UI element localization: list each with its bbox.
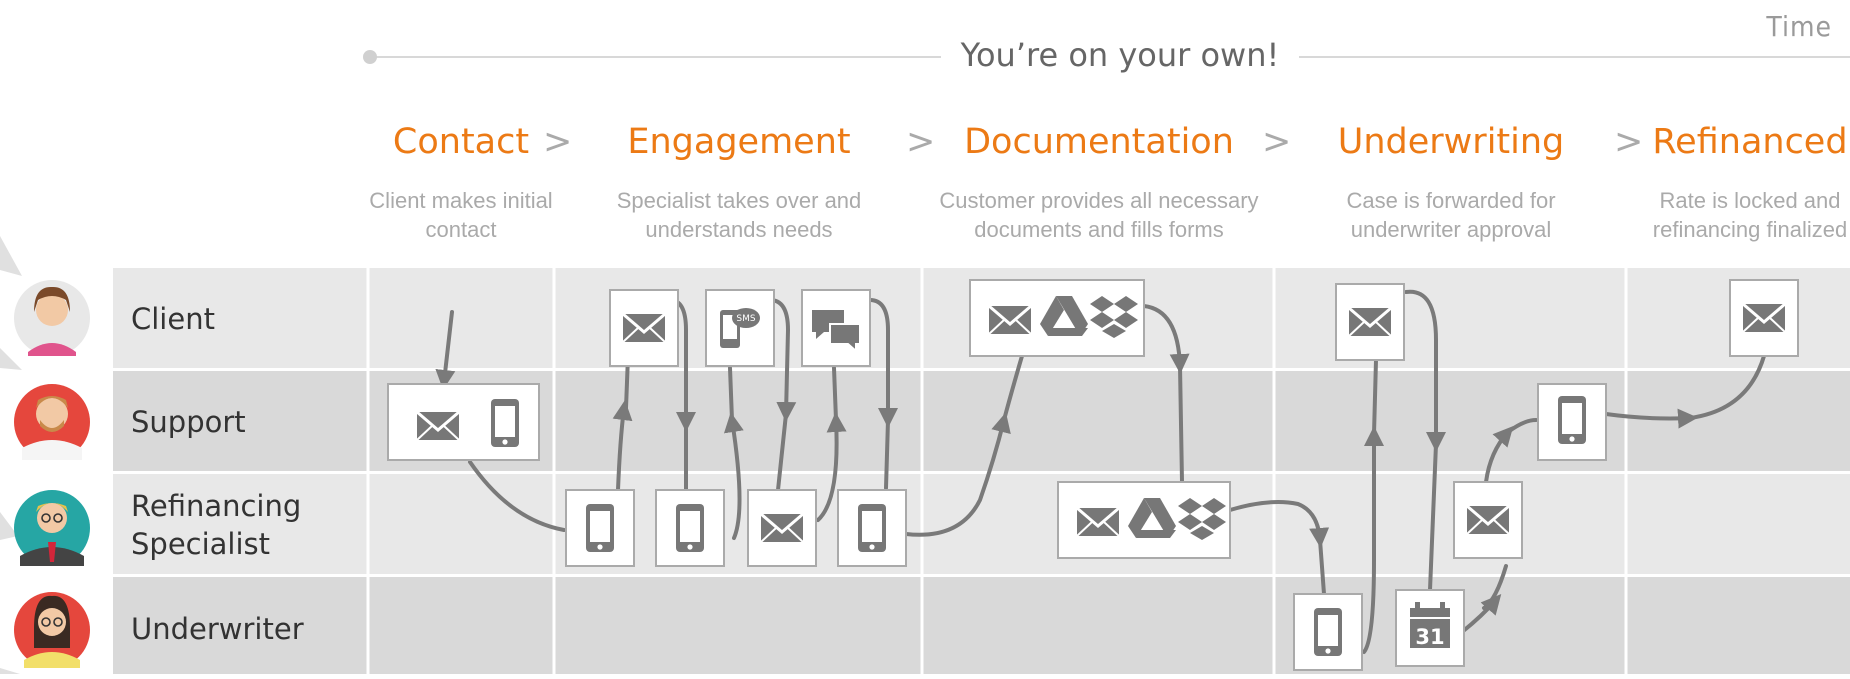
touchpoint-support-mail-phone [387,383,540,461]
mail-icon [987,304,1033,336]
stage-desc-engagement: Specialist takes over and understands ne… [616,188,862,242]
touchpoint-specialist-phone-3 [837,489,907,567]
touchpoint-client-sms: SMS [705,289,775,367]
avatar-refinancing-specialist [14,490,90,566]
touchpoint-underwriter-calendar: 31 [1395,589,1465,667]
avatar-pointer [0,236,22,674]
role-label-support: Support [131,405,246,439]
touchpoint-client-mail-refinanced [1729,279,1799,357]
banner-text: You’re on your own! [940,36,1300,74]
mail-icon [415,410,461,442]
phone-icon [1558,396,1586,444]
stage-separator: > [1614,122,1644,162]
avatar-underwriter [14,592,90,668]
role-label-refinancing-specialist: Refinancing Specialist [131,489,302,561]
stage-separator: > [543,122,573,162]
touchpoint-specialist-mail [747,489,817,567]
time-axis-label: Time [1766,10,1832,43]
touchpoint-specialist-phone-2 [655,489,725,567]
phone-icon [491,399,519,447]
stage-separator: > [1262,122,1292,162]
stage-title-contact: Contact [392,122,530,162]
stage-desc-contact: Client makes initial contact [369,188,553,242]
stage-title-underwriting: Underwriting [1337,122,1565,162]
role-label-client: Client [131,302,215,336]
avatar-client [14,280,90,356]
phone-icon [586,504,614,552]
touchpoint-specialist-mail-underwriting [1453,481,1523,559]
stage-title-engagement: Engagement [627,122,851,162]
calendar-day: 31 [1415,625,1444,649]
stage-desc-refinanced: Rate is locked and refinancing finalized [1652,188,1848,242]
touchpoint-specialist-phone-1 [565,489,635,567]
mail-icon [1465,504,1511,536]
avatar-support [14,384,90,460]
sms-badge: SMS [736,314,755,324]
calendar-icon: 31 [1410,602,1450,649]
mail-icon [1741,302,1787,334]
mail-icon [1347,306,1393,338]
touchpoint-client-mail-underwriting [1335,283,1405,361]
timeline-banner: You’re on your own! [0,36,1850,74]
touchpoint-client-mail-drive-dropbox [969,279,1145,357]
mail-icon [1075,506,1121,538]
phone-icon [1314,608,1342,656]
touchpoint-specialist-mail-drive-dropbox [1057,481,1231,559]
touchpoint-client-chat [801,289,871,367]
mail-icon [621,312,667,344]
stage-title-refinanced: Refinanced [1652,122,1848,162]
stage-separator: > [906,122,936,162]
phone-icon [676,504,704,552]
touchpoint-support-phone-refinanced [1537,383,1607,461]
stage-title-documentation: Documentation [964,122,1234,162]
stage-desc-underwriting: Case is forwarded for underwriter approv… [1346,188,1556,242]
mail-icon [759,512,805,544]
phone-icon [858,504,886,552]
stage-desc-documentation: Customer provides all necessary document… [939,188,1259,242]
touchpoint-underwriter-phone [1293,593,1363,671]
touchpoint-client-mail [609,289,679,367]
flow-arrows [435,289,1766,654]
role-label-underwriter: Underwriter [131,612,304,646]
